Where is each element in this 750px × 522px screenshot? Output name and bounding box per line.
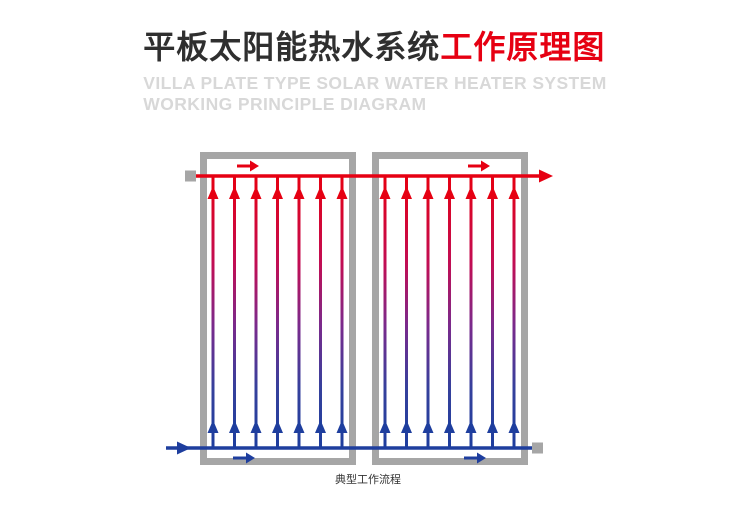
hot-header-pipe xyxy=(185,169,553,183)
cold-inlet-arrow xyxy=(177,441,191,455)
subtitle: VILLA PLATE TYPE SOLAR WATER HEATER SYST… xyxy=(143,73,606,115)
cold-flow-arrows xyxy=(233,452,486,464)
solar-system-diagram xyxy=(158,142,578,482)
title-chinese-black: 平板太阳能热水系统 xyxy=(143,29,441,65)
hot-pipe-end-cap xyxy=(185,170,196,182)
cold-footer-pipe xyxy=(166,441,543,455)
riser-tubes-left xyxy=(211,176,344,448)
header: 平板太阳能热水系统工作原理图 VILLA PLATE TYPE SOLAR WA… xyxy=(143,30,606,115)
subtitle-line-2: WORKING PRINCIPLE DIAGRAM xyxy=(143,94,427,114)
riser-tubes-right xyxy=(383,176,516,448)
title-chinese-red: 工作原理图 xyxy=(440,29,606,65)
page-title: 平板太阳能热水系统工作原理图 xyxy=(143,30,606,64)
diagram-caption: 典型工作流程 xyxy=(335,474,401,486)
cold-pipe-end-cap xyxy=(532,442,543,454)
subtitle-line-1: VILLA PLATE TYPE SOLAR WATER HEATER SYST… xyxy=(143,73,607,93)
hot-flow-arrows xyxy=(237,160,490,172)
hot-outlet-arrow xyxy=(539,169,553,183)
diagram-svg xyxy=(166,152,553,465)
